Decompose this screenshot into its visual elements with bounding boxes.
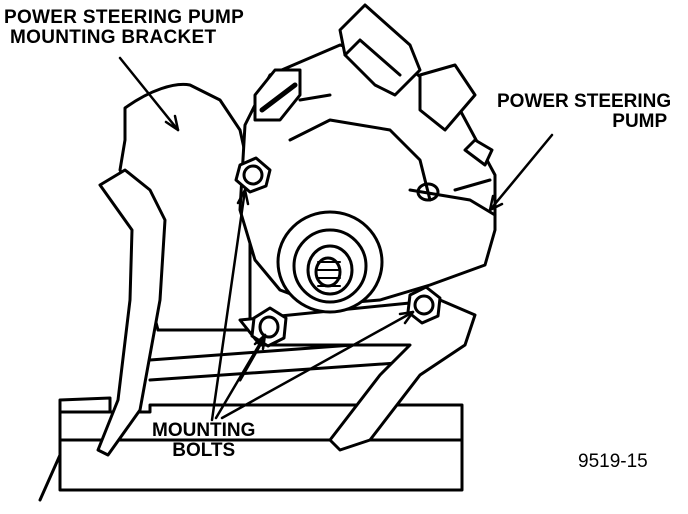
bracket-label-line2: MOUNTING BRACKET [10,26,217,48]
pump-hub [276,210,384,314]
pump-fittings [253,3,494,202]
leader-pump [488,133,554,212]
bracket-label-line1: POWER STEERING PUMP [4,7,245,28]
bolts-label-line1: MOUNTING [152,420,256,441]
bolt-upper [234,156,272,194]
bracket-label: POWER STEERING PUMP MOUNTING BRACKET [4,8,244,48]
pump-label: POWER STEERING PUMP [497,92,671,132]
bolt-lower-left [250,306,288,348]
mounting-bracket [96,82,442,457]
pump-label-line1: POWER STEERING [497,91,672,112]
bolts-label: MOUNTING BOLTS [152,421,255,461]
bolts-label-line2: BOLTS [172,439,236,461]
leader-bracket [118,56,180,132]
figure-id: 9519-15 [578,451,648,472]
leader-bolts [210,188,415,422]
pump-label-line2: PUMP [612,110,668,132]
bolt-lower-right [406,285,442,325]
